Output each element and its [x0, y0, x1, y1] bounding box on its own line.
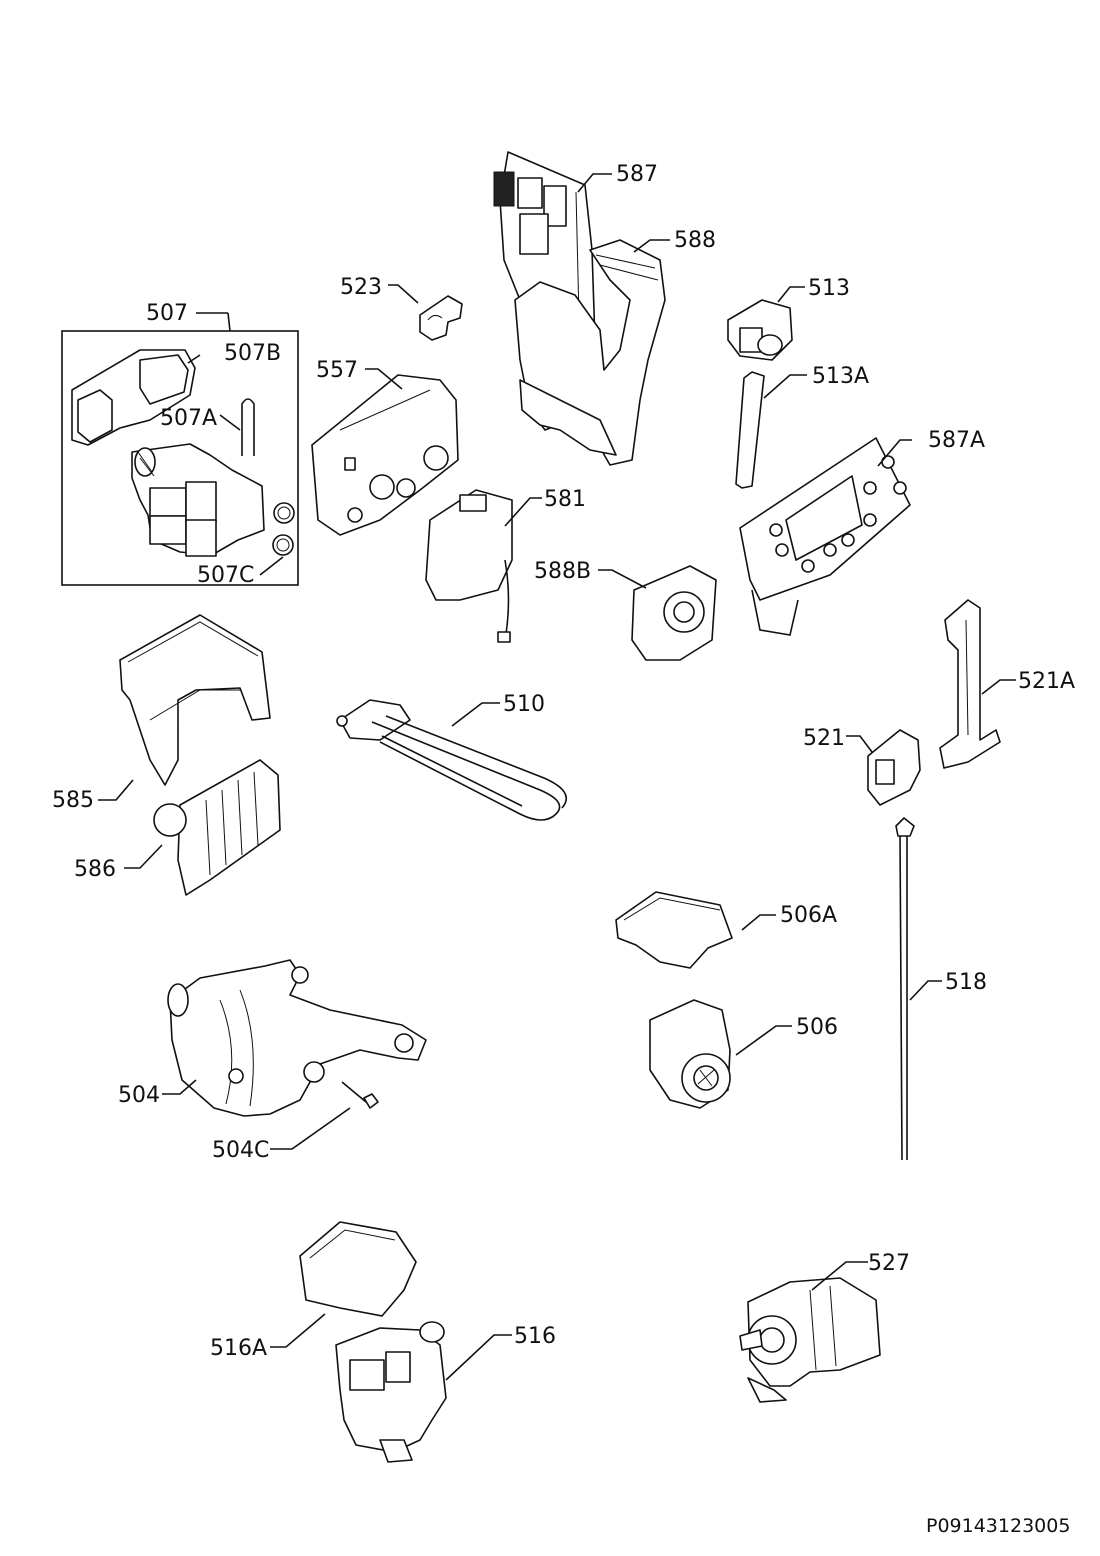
label-557: 557	[316, 358, 358, 383]
label-507A: 507A	[160, 406, 217, 431]
label-527: 527	[868, 1251, 910, 1276]
label-587: 587	[616, 162, 658, 187]
label-586: 586	[74, 857, 116, 882]
part-506-drain-pump	[649, 999, 792, 1109]
part-510-heating-element	[336, 699, 567, 821]
label-521: 521	[803, 726, 845, 751]
part-506A-pump-cover	[615, 891, 776, 969]
label-516A: 516A	[210, 1336, 267, 1361]
part-513-sensor-and-513A-rod	[727, 286, 807, 489]
part-516A-pump-cover	[270, 1221, 417, 1348]
label-516: 516	[514, 1324, 556, 1349]
part-587A-display-board	[739, 437, 912, 636]
part-521-door-lock-and-521A-bracket	[846, 599, 1016, 806]
label-504: 504	[118, 1083, 160, 1108]
label-518: 518	[945, 970, 987, 995]
part-518-rod	[895, 817, 942, 1161]
label-507: 507	[146, 301, 188, 326]
part-586-interference-filter	[124, 759, 281, 896]
diagram-code: P09143123005	[926, 1515, 1070, 1537]
label-581: 581	[544, 487, 586, 512]
part-587-main-pcb-and-588-holder	[493, 151, 670, 466]
label-507B: 507B	[224, 341, 281, 366]
label-585: 585	[52, 788, 94, 813]
part-523-clip	[388, 284, 463, 341]
part-585-cover	[98, 614, 271, 801]
label-588B: 588B	[534, 559, 591, 584]
part-527-circulation-pump	[739, 1261, 881, 1403]
label-510: 510	[503, 692, 545, 717]
part-507-inlet-valve-group	[61, 312, 299, 586]
label-506: 506	[796, 1015, 838, 1040]
label-521A: 521A	[1018, 669, 1075, 694]
label-504C: 504C	[212, 1138, 269, 1163]
label-523: 523	[340, 275, 382, 300]
label-587A: 587A	[928, 428, 985, 453]
label-588: 588	[674, 228, 716, 253]
part-516-drain-pump	[335, 1321, 512, 1463]
label-507C: 507C	[197, 563, 254, 588]
part-557-programmer-module	[311, 368, 459, 536]
part-504-motor	[162, 959, 427, 1150]
part-588B-pressure-switch	[598, 565, 717, 661]
part-581-electronic-module	[425, 489, 542, 643]
label-506A: 506A	[780, 903, 837, 928]
label-513: 513	[808, 276, 850, 301]
label-513A: 513A	[812, 364, 869, 389]
